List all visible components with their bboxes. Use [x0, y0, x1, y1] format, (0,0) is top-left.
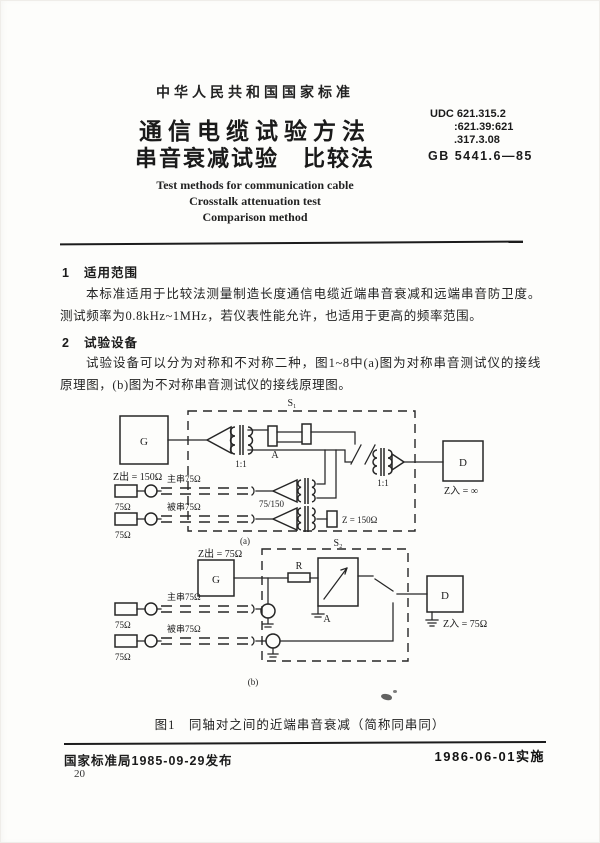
udc-classification-block: UDC 621.315.2 :621.39:621 .317.3.08: [430, 108, 513, 147]
diagram-b-series-resistor-label: R: [296, 561, 303, 572]
section2-number: 2: [62, 336, 70, 350]
udc-line3: .317.3.08: [454, 134, 500, 146]
diagram-a-balun1: [271, 478, 316, 504]
footer-issued-text: 国家标准局1985-09-29发布: [64, 754, 233, 768]
section1-number: 1: [62, 266, 70, 280]
diagram-b-detector-ground: [425, 611, 439, 627]
footer-effective-text: 1986-06-01实施: [434, 749, 545, 764]
diagram-a-terminator1-label: 75Ω: [115, 502, 131, 512]
diagram-b-junction2-ground: [267, 647, 279, 658]
diagram-b-loop-label: S₂: [333, 538, 342, 549]
diagram-a-terminator1: [114, 484, 138, 498]
udc-line2: :621.39:621: [454, 121, 514, 133]
figure1-caption: 图1 同轴对之间的近端串音衰减（简称同串同）: [154, 718, 446, 732]
diagram-b-disturbed-pair: [114, 634, 267, 648]
diagram-a-label: (a): [240, 536, 250, 546]
section2-paragraph: 试验设备可以分为对称和不对称二种，图1~8中(a)图为对称串音测试仪的接线原理图…: [60, 356, 541, 392]
section2-heading: 2 试验设备: [62, 332, 138, 351]
diagram-b-terminator2-label: 75Ω: [115, 652, 131, 662]
diagram-a-detector-box: [442, 440, 484, 482]
diagram-b-attenuator-ground: [311, 605, 325, 618]
diagram-a-disturbing-pair-label: 主串75Ω: [167, 473, 201, 484]
diagram-b-label: (b): [248, 677, 259, 687]
diagram-a-output-transformer-ratio: 1:1: [377, 478, 389, 488]
diagram-a-terminator2-label: 75Ω: [115, 530, 131, 540]
diagram-b-series-resistor: [287, 572, 311, 583]
diagram-a-load-resistor: [326, 510, 338, 528]
diagram-b-generator-label: G: [212, 574, 220, 586]
diagram-a: S₁ G Z出 = 150Ω 1:1: [113, 398, 484, 546]
diagram-a-output-transformer: [372, 448, 406, 476]
ink-dot: [393, 690, 397, 693]
diagram-b-junction1-ground: [262, 617, 274, 628]
diagram-a-generator-impedance: Z出 = 150Ω: [113, 470, 162, 483]
section1-title: 适用范围: [83, 266, 138, 280]
english-title-line2: Crosstalk attenuation test: [189, 194, 321, 208]
section1-paragraph: 本标准适用于比较法测量制造长度通信电缆近端串音衰减和远端串音防卫度。测试频率为0…: [60, 287, 541, 323]
diagram-a-coax-connector1: [144, 484, 158, 498]
diagram-b-attenuator: [317, 557, 359, 607]
diagram-a-balun-ratio: 75/150: [259, 499, 285, 509]
english-title-line3: Comparison method: [202, 210, 308, 224]
diagram-b-shield-loop-box: [261, 548, 409, 662]
diagram-a-terminator2: [114, 512, 138, 526]
document-title-line1: 通信电缆试验方法: [139, 118, 371, 144]
diagram-a-input-transformer-ratio: 1:1: [235, 459, 247, 469]
diagram-a-load-label: Z = 150Ω: [342, 515, 378, 525]
diagram-b-coax-connector1: [144, 602, 158, 616]
header-divider-rule: [59, 240, 524, 246]
diagram-b-detector-label: D: [441, 590, 449, 602]
diagram-b-junction-connector1: [260, 603, 276, 619]
diagram-b-terminator2: [114, 634, 138, 648]
page-number: 20: [74, 768, 85, 780]
diagram-b-detector-impedance: Z入 = 75Ω: [443, 619, 487, 630]
diagram-a-balun2: [271, 506, 316, 532]
section2-title: 试验设备: [83, 336, 138, 350]
diagram-b-terminator1-label: 75Ω: [115, 620, 131, 630]
diagram-a-wires: [167, 429, 444, 520]
diagram-b-attenuator-label: A: [323, 614, 331, 625]
diagram-a-attenuator-label: A: [271, 450, 279, 461]
diagram-b-switch: [374, 578, 394, 592]
diagram-b-coax-connector2: [144, 634, 158, 648]
diagram-b-disturbing-pair: [114, 602, 262, 616]
diagram-b-terminator1: [114, 602, 138, 616]
english-title-block: Test methods for communication cable Cro…: [0, 177, 510, 225]
diagram-b-generator-impedance: Z出 = 75Ω: [198, 547, 242, 560]
diagram-a-shield-loop-box: [187, 410, 416, 532]
diagram-a-detector-impedance: Z入 = ∞: [444, 486, 478, 497]
diagram-b: S₂ Z出 = 75Ω G R A: [114, 538, 487, 687]
diagram-b-wires: [233, 575, 428, 642]
diagram-b-disturbing-pair-label: 主串75Ω: [167, 591, 201, 602]
diagram-a-disturbed-pair-label: 被串75Ω: [167, 501, 201, 512]
diagram-a-input-transformer: [205, 425, 254, 455]
document-title-line2: 串音衰减试验 比较法: [134, 146, 375, 171]
diagram-b-detector-box: [426, 575, 464, 613]
standard-code: GB 5441.6—85: [428, 149, 533, 163]
english-title-line1: Test methods for communication cable: [156, 178, 354, 192]
diagram-b-disturbed-pair-label: 被串75Ω: [167, 623, 201, 634]
standard-authority-line: 中华人民共和国国家标准: [156, 84, 354, 100]
diagram-a-coax-connector2: [144, 512, 158, 526]
figure1-circuit-diagram: S₁ G Z出 = 150Ω 1:1: [113, 398, 487, 687]
diagram-a-disturbing-pair: [114, 484, 274, 498]
section1-heading: 1 适用范围: [62, 262, 138, 281]
diagram-a-attenuator: [267, 423, 312, 447]
diagram-a-detector-label: D: [459, 457, 467, 469]
udc-line1: UDC 621.315.2: [430, 108, 506, 120]
diagram-b-junction-connector2: [265, 633, 281, 649]
diagram-a-loop-label: S₁: [287, 398, 296, 409]
diagram-a-generator-label: G: [140, 436, 148, 448]
diagram-a-disturbed-pair: [114, 512, 274, 526]
footer-divider-rule: [63, 740, 547, 746]
diagram-a-switch: [350, 444, 376, 465]
